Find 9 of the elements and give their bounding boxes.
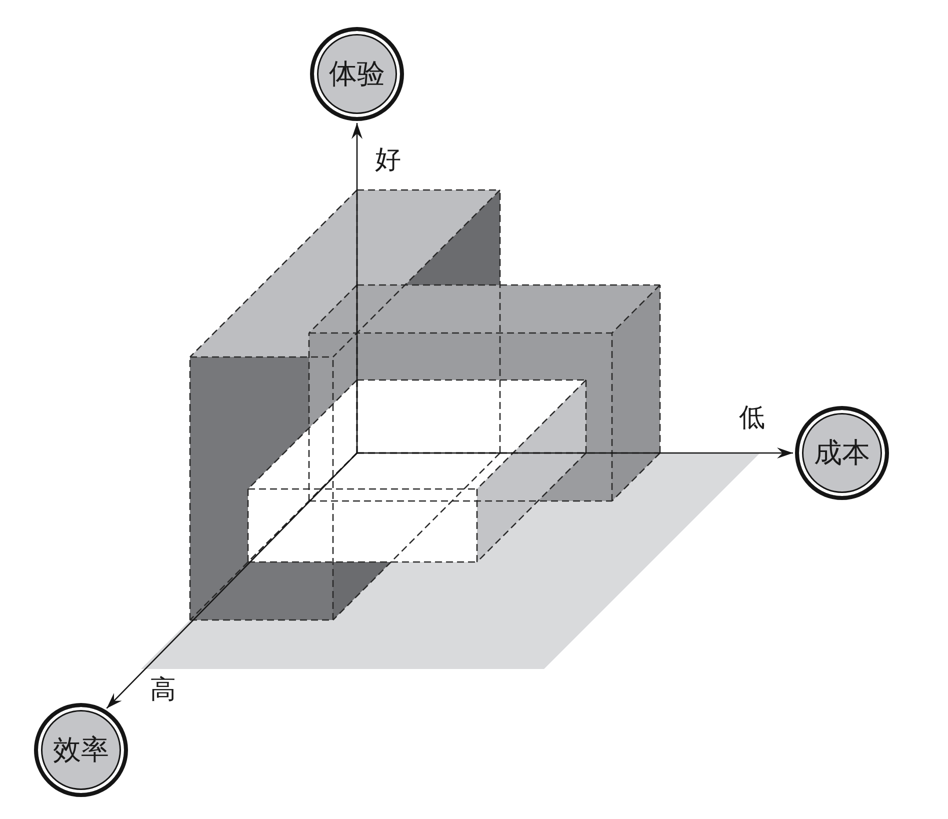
node-label: 效率 — [53, 734, 109, 766]
node-label: 成本 — [814, 438, 870, 468]
axis-label: 好 — [375, 147, 401, 173]
node-label: 体验 — [329, 58, 385, 90]
axis-arrow — [357, 448, 793, 458]
axis-arrow — [106, 452, 358, 709]
axis-arrow — [352, 123, 362, 453]
axis-label: 高 — [150, 677, 176, 703]
axis-label: 低 — [739, 405, 765, 431]
